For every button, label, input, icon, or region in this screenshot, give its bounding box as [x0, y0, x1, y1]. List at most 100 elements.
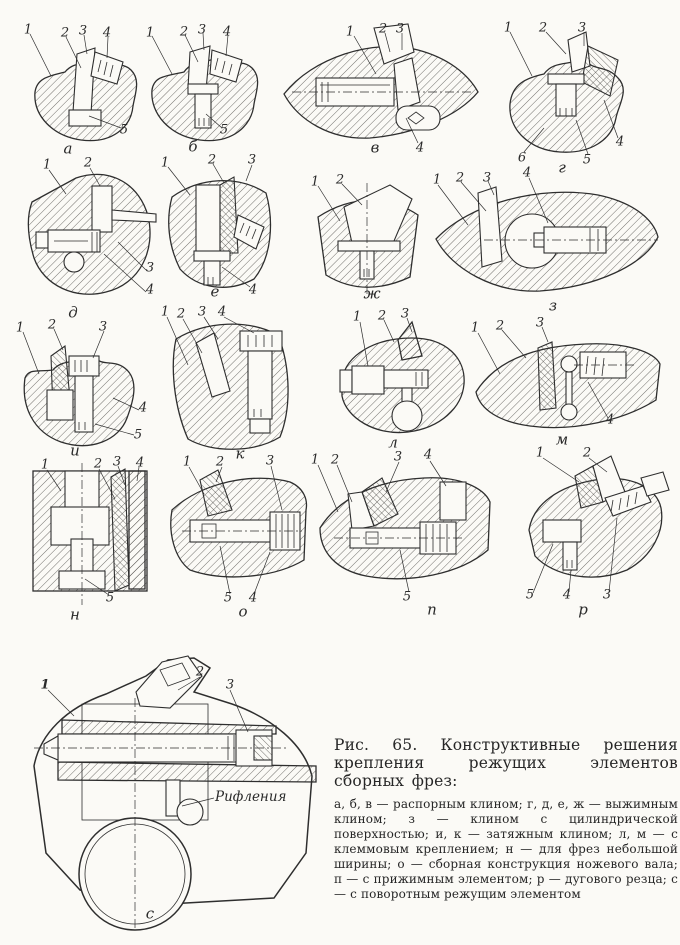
callout-number: 1 — [160, 155, 170, 171]
callout-number: 5 — [402, 589, 412, 605]
panel-zh-drawing — [317, 183, 419, 295]
panel-r: 1 2 5 4 3 р — [515, 445, 670, 619]
panel-n-drawing — [32, 463, 148, 605]
callout-number: 3 — [225, 677, 235, 693]
callout-number: 2 — [47, 317, 57, 333]
callout-number: 4 — [522, 165, 532, 181]
panel-d-drawing — [27, 167, 157, 295]
callout-number: 1 — [15, 320, 25, 336]
callout-number: 1 — [535, 445, 545, 461]
panel-label: о — [238, 602, 248, 621]
panel-l: 1 2 3 л — [328, 308, 478, 450]
panel-s: 1 2 3 Рифления с — [18, 648, 328, 933]
callout-number: 3 — [577, 20, 587, 36]
panel-label: м — [555, 430, 569, 449]
callout-number: 5 — [582, 152, 592, 168]
panel-s-drawing — [33, 655, 317, 931]
panel-g-drawing — [509, 31, 624, 155]
callout-number: 1 — [40, 457, 50, 473]
callout-number: 1 — [345, 24, 355, 40]
callout-number: 4 — [248, 282, 258, 298]
callout-number: 4 — [415, 140, 425, 156]
callout-number: 1 — [432, 172, 442, 188]
panel-m-drawing — [475, 326, 661, 429]
panel-r-drawing — [528, 455, 670, 594]
callout-number: 3 — [247, 152, 257, 168]
panel-p-drawing — [317, 460, 491, 593]
panel-label: в — [370, 138, 380, 157]
figure-caption: Рис. 65. Конструктивные решения креплени… — [334, 736, 678, 902]
callout-number: 1 — [40, 677, 50, 693]
panel-label: з — [548, 296, 558, 315]
panel-d: 1 2 3 4 д — [18, 155, 160, 322]
panel-m: 1 2 3 4 м — [468, 312, 668, 450]
figure-caption-legend: а, б, в — распорным клином; г, д, е, ж —… — [334, 797, 678, 901]
callout-number: 4 — [562, 587, 572, 603]
panel-z-drawing — [435, 177, 659, 292]
panel-label: и — [70, 441, 80, 460]
callout-number: 1 — [310, 174, 320, 190]
callout-number: 3 — [400, 306, 410, 322]
callout-number: 2 — [207, 152, 217, 168]
panel-e-drawing — [167, 163, 272, 288]
callout-number: 4 — [605, 412, 615, 428]
callout-number: 1 — [503, 20, 513, 36]
callout-number: 2 — [377, 308, 387, 324]
callout-number: 4 — [102, 25, 112, 41]
panel-label: ж — [363, 284, 381, 303]
callout-number: 4 — [145, 282, 155, 298]
callout-number: 3 — [395, 21, 405, 37]
panel-a: 1 2 3 4 5 а — [23, 18, 145, 158]
callout-number: 3 — [112, 454, 122, 470]
callout-number: 2 — [176, 306, 186, 322]
callout-number: 2 — [83, 155, 93, 171]
callout-number: 1 — [352, 309, 362, 325]
callout-number: 1 — [182, 454, 192, 470]
callout-number: 4 — [135, 455, 145, 471]
callout-number: 3 — [197, 22, 207, 38]
callout-number: 1 — [310, 452, 320, 468]
panel-o: 1 2 3 5 4 о — [162, 452, 312, 621]
panel-k: 1 2 3 4 к — [158, 304, 304, 461]
panel-label: б — [188, 137, 198, 156]
panel-label: л — [388, 433, 398, 452]
callout-number: 4 — [248, 590, 258, 606]
callout-number: 4 — [217, 304, 227, 320]
callout-number: 2 — [93, 456, 103, 472]
callout-number: 3 — [602, 587, 612, 603]
callout-number: 5 — [105, 590, 115, 606]
panel-o-drawing — [170, 465, 308, 595]
callout-number: 4 — [222, 24, 232, 40]
callout-number: 4 — [615, 134, 625, 150]
panel-label: а — [63, 139, 73, 158]
callout-number: 5 — [133, 427, 143, 443]
callout-number: 1 — [23, 22, 33, 38]
callout-number: 3 — [197, 304, 207, 320]
panel-label: н — [70, 605, 80, 624]
callout-number: 3 — [98, 319, 108, 335]
callout-number: 5 — [119, 122, 129, 138]
callout-number: 3 — [393, 449, 403, 465]
callout-number: 2 — [335, 172, 345, 188]
panel-label: д — [68, 303, 78, 322]
panel-zh: 1 2 ж — [300, 165, 435, 303]
panel-b-drawing — [151, 32, 259, 142]
panel-l-drawing — [339, 317, 465, 434]
panel-b: 1 2 3 4 5 б — [140, 18, 272, 158]
callout-number: 1 — [42, 157, 52, 173]
panel-n: 1 2 3 4 5 н — [25, 455, 157, 623]
callout-number: 3 — [265, 453, 275, 469]
callout-number: 2 — [330, 452, 340, 468]
panel-a-drawing — [29, 33, 138, 142]
callout-number: 2 — [179, 24, 189, 40]
callout-number: 3 — [535, 315, 545, 331]
panel-label: п — [427, 600, 437, 619]
callout-number: 1 — [145, 25, 155, 41]
panel-label: р — [578, 600, 588, 619]
callout-number: 3 — [78, 23, 88, 39]
panel-p: 1 2 3 4 5 п — [310, 449, 502, 619]
panel-label: е — [210, 282, 220, 301]
knurling-annotation: Рифления — [215, 789, 287, 805]
callout-number: 2 — [538, 20, 548, 36]
